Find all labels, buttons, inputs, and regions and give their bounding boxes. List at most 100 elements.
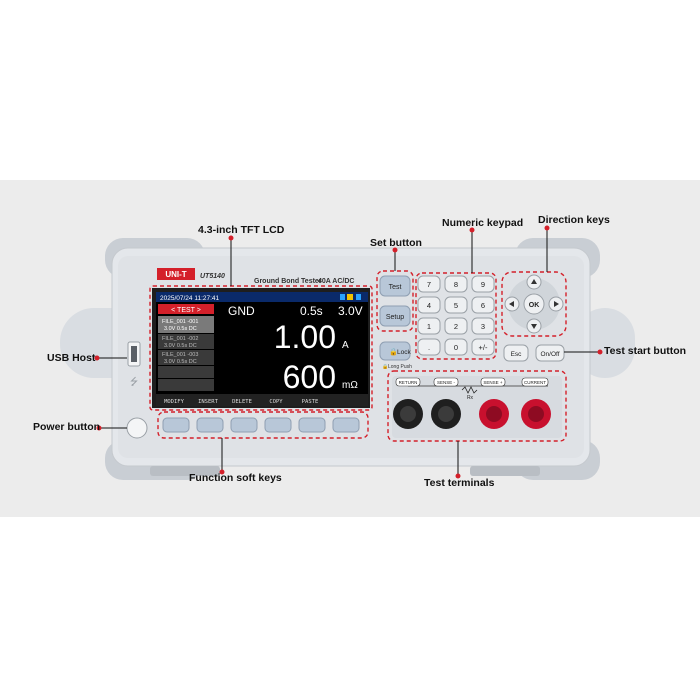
keypad-key-6[interactable]	[471, 296, 495, 314]
keypad-key-7[interactable]	[417, 317, 441, 335]
file-item-1[interactable]	[158, 316, 214, 333]
power-dot	[96, 425, 102, 431]
arrow-up-icon	[531, 279, 537, 284]
lcd-tab-test[interactable]	[158, 304, 214, 314]
set-dot	[392, 247, 398, 253]
arrow-right-icon	[554, 301, 559, 307]
keypad-key-label-10: .	[428, 343, 430, 352]
lcd-tab-label: < TEST >	[171, 307, 201, 314]
esc-button-label: Esc	[511, 351, 523, 358]
brand-logo: UNI-T	[165, 270, 186, 279]
soft-key-3[interactable]	[230, 417, 258, 433]
lock-button[interactable]	[379, 341, 411, 361]
resistance-reading: 600	[283, 359, 336, 395]
sense-plus-label-box	[480, 377, 506, 387]
usb-icon: ⭍	[130, 376, 138, 388]
direction-dot	[544, 225, 550, 231]
speaker-icon	[340, 294, 345, 300]
sense-plus-terminal-core	[486, 406, 502, 422]
keypad-key-8[interactable]	[444, 317, 468, 335]
rx-label: Rx	[467, 395, 474, 401]
direction-highlight	[501, 271, 567, 337]
keypad-key-12[interactable]	[471, 338, 495, 356]
ok-key[interactable]	[523, 293, 545, 315]
file-item-2[interactable]	[158, 334, 214, 349]
usb-status-icon	[356, 294, 361, 300]
callout-terminals: Test terminals	[424, 477, 495, 489]
setup-button-label: Setup	[386, 314, 404, 321]
soft-key-1[interactable]	[162, 417, 190, 433]
current-unit: A	[342, 340, 349, 351]
lcd-datetime: 2025/07/24 11:27:41	[160, 295, 220, 302]
lock-icon-small: 🔒	[382, 363, 388, 370]
test-start-dot	[597, 349, 603, 355]
keypad-key-label-3: 9	[481, 280, 485, 289]
return-label-box	[395, 377, 421, 387]
power-button[interactable]	[126, 417, 148, 439]
lcd-mode: GND	[228, 304, 255, 318]
function-soft-keys	[162, 417, 360, 433]
resistance-unit: mΩ	[342, 380, 358, 391]
soft-key-5[interactable]	[298, 417, 326, 433]
test-button[interactable]	[379, 275, 411, 297]
keypad-key-label-11: 0	[454, 343, 458, 352]
file-item-1-name: FILE_001 -001	[162, 319, 198, 325]
sense-minus-terminal-core	[438, 406, 454, 422]
long-push-label: Long Push	[388, 364, 412, 370]
onoff-button[interactable]	[535, 344, 565, 362]
keypad-key-1[interactable]	[417, 275, 441, 293]
softkey-dot	[219, 469, 225, 475]
softkey-label-4: COPY	[269, 399, 283, 405]
keypad-key-4[interactable]	[417, 296, 441, 314]
keypad-key-label-5: 5	[454, 301, 458, 310]
esc-button[interactable]	[503, 344, 529, 362]
sense-minus-label-box	[433, 377, 459, 387]
file-item-3-name: FILE_001 -003	[162, 352, 198, 358]
file-item-2-params: 3.0V 0.5s DC	[164, 343, 197, 349]
callout-usb: USB Host	[47, 352, 96, 364]
keypad-key-9[interactable]	[471, 317, 495, 335]
setup-button[interactable]	[379, 305, 411, 327]
soft-key-6[interactable]	[332, 417, 360, 433]
callout-test-start: Test start button	[604, 345, 687, 357]
softkey-highlight	[157, 411, 369, 439]
current-terminal-core	[528, 406, 544, 422]
softkey-label-bar	[156, 394, 368, 406]
rating-label: 40A AC/DC	[318, 278, 354, 285]
keypad-key-label-9: 3	[481, 322, 485, 331]
callout-soft-keys: Function soft keys	[189, 472, 282, 484]
brand-logo-bg	[157, 268, 195, 280]
keypad-key-10[interactable]	[417, 338, 441, 356]
terminal-dot	[455, 473, 461, 479]
keypad-key-3[interactable]	[471, 275, 495, 293]
return-label: RETURN	[399, 380, 418, 385]
current-label: CURRENT	[524, 380, 546, 385]
file-item-empty-1	[158, 366, 214, 378]
file-item-3[interactable]	[158, 350, 214, 365]
soft-key-4[interactable]	[264, 417, 292, 433]
soft-key-2[interactable]	[196, 417, 224, 433]
callout-power: Power button	[33, 421, 101, 433]
keypad-key-label-7: 1	[427, 322, 431, 331]
current-label-box	[521, 377, 549, 387]
ok-key-label: OK	[529, 302, 540, 309]
test-button-label: Test	[389, 284, 402, 291]
keypad-key-label-12: +/-	[479, 343, 488, 352]
file-item-empty-2	[158, 379, 214, 391]
keypad-key-2[interactable]	[444, 275, 468, 293]
product-label: Ground Bond Tester	[254, 278, 322, 285]
callout-direction: Direction keys	[538, 214, 610, 226]
arrow-left-icon	[509, 301, 514, 307]
onoff-button-label: On/Off	[540, 351, 559, 358]
keypad-key-5[interactable]	[444, 296, 468, 314]
return-terminal-core	[400, 406, 416, 422]
softkey-label-3: DELETE	[232, 399, 252, 405]
keypad-key-label-1: 7	[427, 280, 431, 289]
lock-status-icon	[347, 294, 353, 300]
foot-right	[470, 466, 540, 476]
keypad-key-label-2: 8	[454, 280, 458, 289]
keypad-key-11[interactable]	[444, 338, 468, 356]
keypad-key-label-6: 6	[481, 301, 485, 310]
